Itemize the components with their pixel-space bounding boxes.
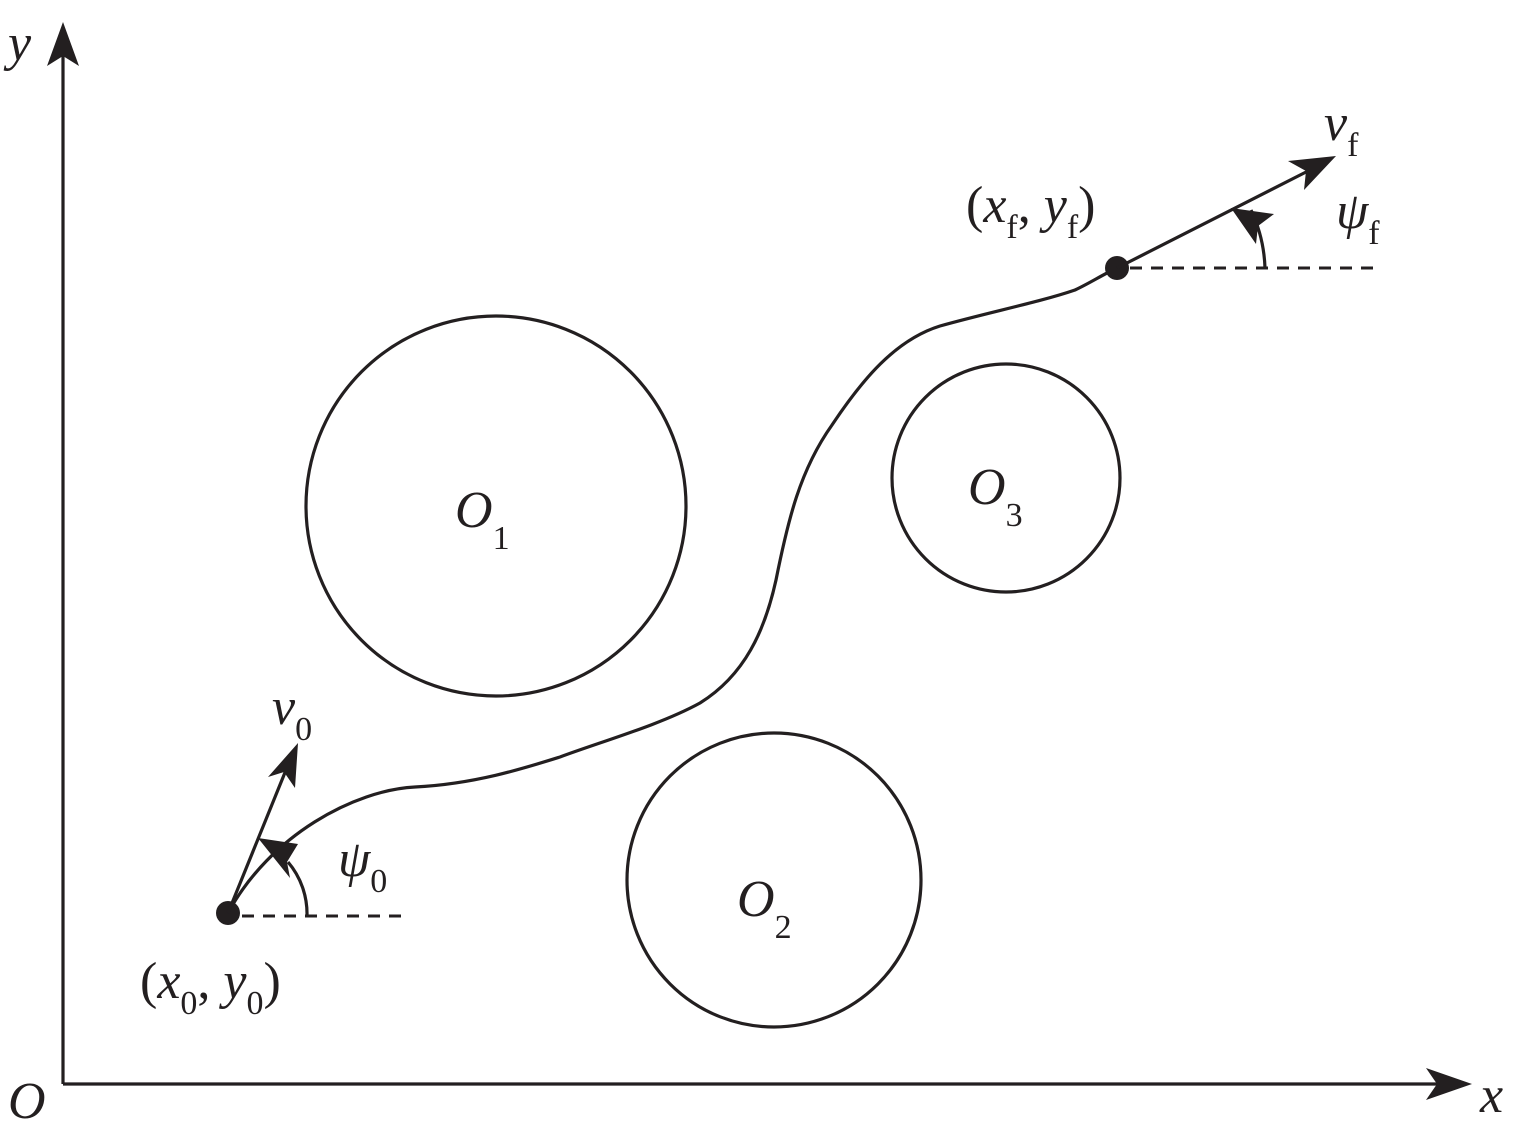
start-velocity-label: v0 xyxy=(272,679,312,748)
obstacle-label-3: O3 xyxy=(968,459,1023,534)
start-angle-arc xyxy=(286,860,309,917)
x-axis-arrowhead xyxy=(1426,1068,1472,1100)
start-angle-label: ψ0 xyxy=(338,831,387,900)
end-velocity-arrowhead xyxy=(1288,156,1336,190)
start-point-label: (x0, y0) xyxy=(140,953,281,1022)
obstacle-label-1: O1 xyxy=(455,482,510,557)
y-axis-arrowhead xyxy=(47,22,79,66)
origin-label: O xyxy=(8,1073,46,1130)
obstacle-circle-1 xyxy=(304,314,688,698)
obstacle-label-2: O2 xyxy=(737,871,792,946)
start-velocity-arrowhead xyxy=(268,743,298,788)
end-angle-label: ψf xyxy=(1336,183,1380,252)
x-axis-label: x xyxy=(1479,1067,1503,1124)
end-velocity-label: vf xyxy=(1324,95,1359,164)
start-velocity-vector xyxy=(226,769,288,914)
obstacle-circle-3 xyxy=(890,362,1122,594)
trajectory-path xyxy=(226,266,1118,914)
end-angle-arrowhead xyxy=(1231,208,1274,244)
end-velocity-vector xyxy=(1116,168,1311,270)
y-axis-label: y xyxy=(3,15,32,72)
obstacle-circle-2 xyxy=(625,731,923,1029)
end-point-label: (xf, yf) xyxy=(966,177,1096,246)
start-angle-arrowhead xyxy=(258,838,298,878)
